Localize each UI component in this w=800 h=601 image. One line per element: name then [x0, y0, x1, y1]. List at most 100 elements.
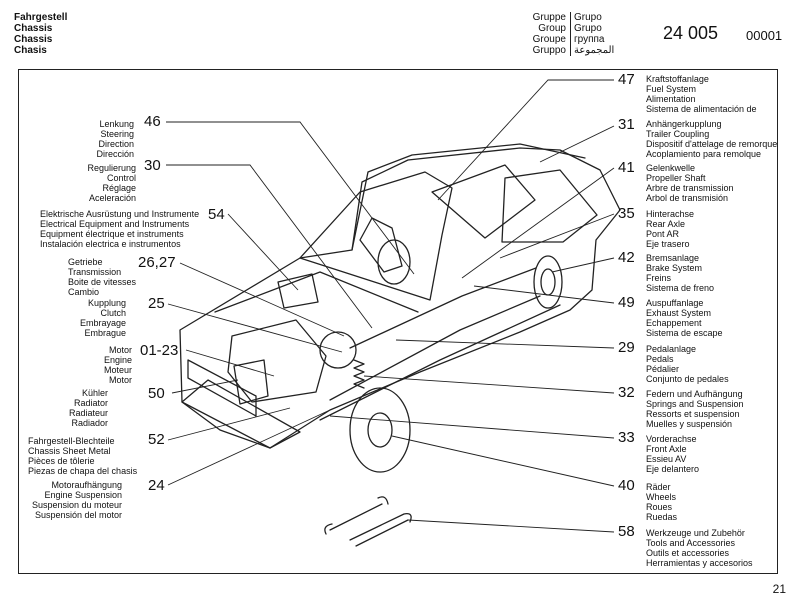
label-de: Pedalanlage	[646, 344, 697, 354]
callout-33-labels: Vorderachse Front Axle Essieu AV Eje del…	[646, 434, 699, 474]
label-fr: Réglage	[102, 183, 136, 193]
propeller-shaft	[349, 267, 537, 349]
label-fr: Outils et accessories	[646, 548, 730, 558]
label-de: Kühler	[81, 388, 108, 398]
label-es: Aceleración	[88, 193, 136, 203]
label-de: Regulierung	[87, 163, 136, 173]
callout-29-labels: Pedalanlage Pedals Pédalier Conjunto de …	[646, 344, 729, 384]
label-es: Suspensión del motor	[34, 510, 122, 520]
leader-46	[166, 121, 415, 275]
label-de: Vorderachse	[646, 434, 697, 444]
callout-0123-number: 01-23	[140, 342, 179, 359]
label-de: Räder	[646, 482, 671, 492]
label-es: Radiador	[71, 418, 108, 428]
label-fr: Suspension du moteur	[31, 500, 122, 510]
label-en: Transmission	[68, 267, 122, 277]
wrench-tool	[324, 496, 389, 535]
callout-54-labels: Elektrische Ausrüstung und Instrumente E…	[40, 209, 199, 249]
label-de: Federn und Aufhängung	[646, 389, 743, 399]
callout-52-labels: Fahrgestell-Blechteile Chassis Sheet Met…	[28, 436, 137, 476]
label-fr: Freins	[646, 273, 672, 283]
callout-46-number: 46	[144, 113, 161, 130]
callout-46-labels: Lenkung Steering Direction Dirección	[96, 119, 134, 159]
front-wheel	[349, 387, 411, 473]
windshield	[299, 171, 453, 301]
label-es: Acoplamiento para remolque	[646, 149, 762, 159]
label-de: Lenkung	[99, 119, 134, 129]
callout-49-number: 49	[618, 294, 635, 311]
label-fr: Equipment électrique et instruments	[40, 229, 184, 239]
leader-52	[167, 407, 291, 441]
leader-29	[395, 339, 615, 349]
callout-24-labels: Motoraufhängung Engine Suspension Suspen…	[32, 480, 122, 520]
leader-49	[473, 285, 615, 304]
leader-47	[437, 79, 614, 201]
callout-58-labels: Werkzeuge und Zubehör Tools and Accessor…	[646, 528, 753, 568]
callout-30-labels: Regulierung Control Réglage Aceleración	[87, 163, 136, 203]
leader-50	[171, 379, 239, 394]
label-de: Kraftstoffanlage	[646, 74, 709, 84]
label-en: Engine Suspension	[44, 490, 122, 500]
label-es: Ruedas	[646, 512, 678, 522]
side-sill	[319, 304, 561, 421]
header-divider	[570, 12, 571, 56]
callout-41-labels: Gelenkwelle Propeller Shaft Arbre de tra…	[646, 163, 734, 203]
front-hub	[367, 412, 393, 448]
callout-2627-number: 26,27	[138, 254, 176, 271]
section-title-en: Chassis	[14, 23, 53, 34]
label-en: Front Axle	[646, 444, 687, 454]
label-fr: Ressorts et suspension	[646, 409, 740, 419]
label-en: Engine	[103, 355, 132, 365]
label-fr: Pièces de tôlerie	[28, 456, 95, 466]
label-en: Springs and Suspension	[646, 399, 744, 409]
label-es: Cambio	[68, 287, 100, 297]
label-es: Embrague	[84, 328, 126, 338]
group-label: группа	[574, 34, 605, 45]
callout-24-number: 24	[148, 477, 165, 494]
steering-wheel	[377, 239, 411, 285]
callout-47-labels: Kraftstoffanlage Fuel System Alimentatio…	[646, 74, 757, 114]
label-en: Electrical Equipment and Instruments	[40, 219, 190, 229]
callout-29-number: 29	[618, 339, 635, 356]
label-fr: Direction	[98, 139, 134, 149]
callout-35-labels: Hinterachse Rear Axle Pont AR Eje traser…	[646, 209, 694, 249]
callout-50-labels: Kühler Radiator Radiateur Radiador	[69, 388, 108, 428]
callout-42-labels: Bremsanlage Brake System Freins Sistema …	[646, 253, 714, 293]
callout-30-number: 30	[144, 157, 161, 174]
label-es: Eje delantero	[646, 464, 700, 474]
label-de: Motoraufhängung	[51, 480, 122, 490]
group-labels-col1: Gruppe Group Groupe Gruppo	[532, 12, 566, 56]
label-es: Muelles y suspensión	[646, 419, 733, 429]
label-fr: Moteur	[103, 365, 132, 375]
leader-58	[407, 519, 615, 533]
label-de: Bremsanlage	[646, 253, 700, 263]
exhaust-pipe	[329, 295, 541, 401]
leader-2627	[179, 262, 345, 337]
group-label: المجموعة	[574, 45, 615, 56]
callout-25-labels: Kupplung Clutch Embrayage Embrague	[80, 298, 126, 338]
label-en: Propeller Shaft	[646, 173, 706, 183]
label-en: Radiator	[73, 398, 108, 408]
front-spring	[353, 359, 365, 389]
section-title: Fahrgestell Chassis Chassis Chasis	[14, 12, 67, 56]
label-es: Sistema de freno	[646, 283, 715, 293]
label-es: Arbol de transmisión	[646, 193, 729, 203]
label-fr: Dispositif d'attelage de remorque	[646, 139, 778, 149]
leader-35	[499, 213, 615, 259]
pliers-tool	[349, 513, 412, 547]
battery	[277, 273, 319, 309]
label-de: Fahrgestell-Blechteile	[28, 436, 115, 446]
label-de: Gelenkwelle	[646, 163, 696, 173]
label-de: Werkzeuge und Zubehör	[646, 528, 745, 538]
label-fr: Radiateur	[68, 408, 108, 418]
label-en: Exhaust System	[646, 308, 712, 318]
label-fr: Boite de vitesses	[68, 277, 137, 287]
leader-42	[551, 257, 615, 273]
section-title-es: Chasis	[14, 45, 47, 56]
label-de: Motor	[108, 345, 132, 355]
label-fr: Roues	[646, 502, 673, 512]
leader-54	[227, 213, 299, 291]
callout-32-labels: Federn und Aufhängung Springs and Suspen…	[646, 389, 744, 429]
engine-block	[227, 319, 327, 403]
callout-40-number: 40	[618, 477, 635, 494]
